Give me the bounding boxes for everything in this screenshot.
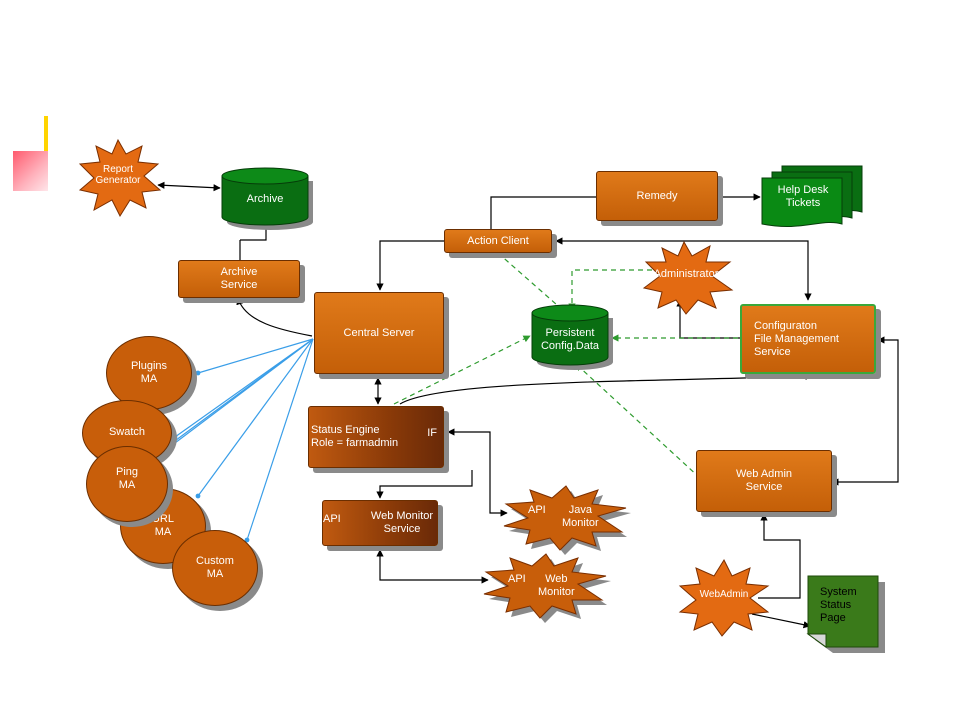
persistent-config-cylinder bbox=[531, 304, 613, 370]
connector-webmonitor-apiwebmonitor bbox=[376, 549, 489, 584]
plugins-ma-label: Plugins MA bbox=[130, 360, 168, 385]
webadmin-star bbox=[678, 558, 770, 637]
action-client-label: Action Client bbox=[467, 234, 529, 247]
administrator-label: Administrator bbox=[653, 268, 719, 280]
connector-config-actionclient bbox=[555, 237, 812, 301]
api-web-monitor-label: Web Monitor bbox=[538, 573, 575, 598]
archive-cylinder bbox=[221, 167, 313, 230]
system-status-page-label: System Status Page bbox=[820, 586, 857, 624]
system-status-page-doc bbox=[806, 575, 885, 653]
api-java-monitor-api-label: API bbox=[528, 504, 546, 516]
status-engine-box: Status Engine Role = farmadmin IF bbox=[308, 406, 444, 468]
connector-central-url bbox=[195, 338, 314, 499]
administrator-star bbox=[642, 240, 734, 315]
help-desk-tickets-stack bbox=[761, 165, 863, 227]
connector-statusengine-config bbox=[399, 372, 813, 405]
status-engine-label: Status Engine Role = farmadmin bbox=[311, 424, 399, 449]
custom-ma-label: Custom MA bbox=[196, 555, 234, 580]
ping-ma-ellipse: Ping MA bbox=[86, 446, 168, 522]
swatch-label: Swatch bbox=[108, 425, 146, 438]
api-web-monitor-api-label: API bbox=[508, 573, 526, 585]
connector-central-plugins bbox=[195, 338, 314, 376]
webadmin-label: WebAdmin bbox=[699, 589, 749, 600]
web-monitor-api-label: API bbox=[323, 513, 341, 525]
persistent-config-label: Persistent Config.Data bbox=[540, 327, 600, 352]
connector-central-archiveservice bbox=[236, 297, 313, 337]
web-monitor-service-box: API Web Monitor Service bbox=[322, 500, 438, 546]
connector-central-custom bbox=[244, 338, 314, 543]
api-web-monitor-star bbox=[483, 553, 607, 619]
connector-statusengine-javamonitor bbox=[447, 428, 508, 517]
archive-service-box: Archive Service bbox=[178, 260, 300, 298]
web-monitor-service-label: Web Monitor Service bbox=[370, 510, 434, 535]
api-java-monitor-label: Java Monitor bbox=[562, 504, 599, 529]
remedy-box: Remedy bbox=[596, 171, 718, 221]
connector-webadmin-persistent bbox=[575, 363, 701, 479]
custom-ma-ellipse: Custom MA bbox=[172, 530, 258, 606]
remedy-label: Remedy bbox=[636, 189, 678, 202]
api-java-monitor-star bbox=[503, 485, 627, 551]
connector-statusengine-webmonitor bbox=[376, 470, 473, 499]
action-client-box: Action Client bbox=[444, 229, 552, 253]
connector-statusengine-persistent bbox=[393, 335, 531, 405]
archive-label: Archive bbox=[246, 193, 284, 205]
report-generator-star bbox=[78, 138, 162, 218]
central-server-box: Central Server bbox=[314, 292, 444, 374]
web-admin-service-box: Web Admin Service bbox=[696, 450, 832, 512]
config-file-management-label: Configuraton File Management Service bbox=[754, 319, 839, 358]
web-admin-service-label: Web Admin Service bbox=[735, 468, 793, 493]
status-engine-if-label: IF bbox=[427, 427, 437, 439]
connector-central-ping bbox=[160, 338, 314, 455]
archive-service-label: Archive Service bbox=[220, 266, 258, 291]
connector-webadmin-systemstatus bbox=[751, 613, 811, 629]
central-server-label: Central Server bbox=[343, 326, 415, 339]
ping-ma-label: Ping MA bbox=[115, 466, 139, 491]
config-file-management-box: Configuraton File Management Service bbox=[740, 304, 876, 374]
connector-actionclient-persistent bbox=[497, 252, 566, 313]
connector-report-archive bbox=[157, 181, 221, 192]
connector-actionclient-central bbox=[376, 240, 444, 291]
plugins-ma-ellipse: Plugins MA bbox=[106, 336, 192, 410]
url-ma-label: URL MA bbox=[151, 513, 174, 538]
report-generator-label: Report Generator bbox=[95, 164, 141, 186]
connector-actionclient-remedy bbox=[490, 196, 596, 232]
slide-accent-square bbox=[13, 151, 48, 191]
connector-webadmin-config bbox=[831, 336, 899, 486]
connector-webadmin-webadminservice bbox=[758, 513, 801, 599]
help-desk-tickets-label: Help Desk Tickets bbox=[777, 184, 829, 209]
